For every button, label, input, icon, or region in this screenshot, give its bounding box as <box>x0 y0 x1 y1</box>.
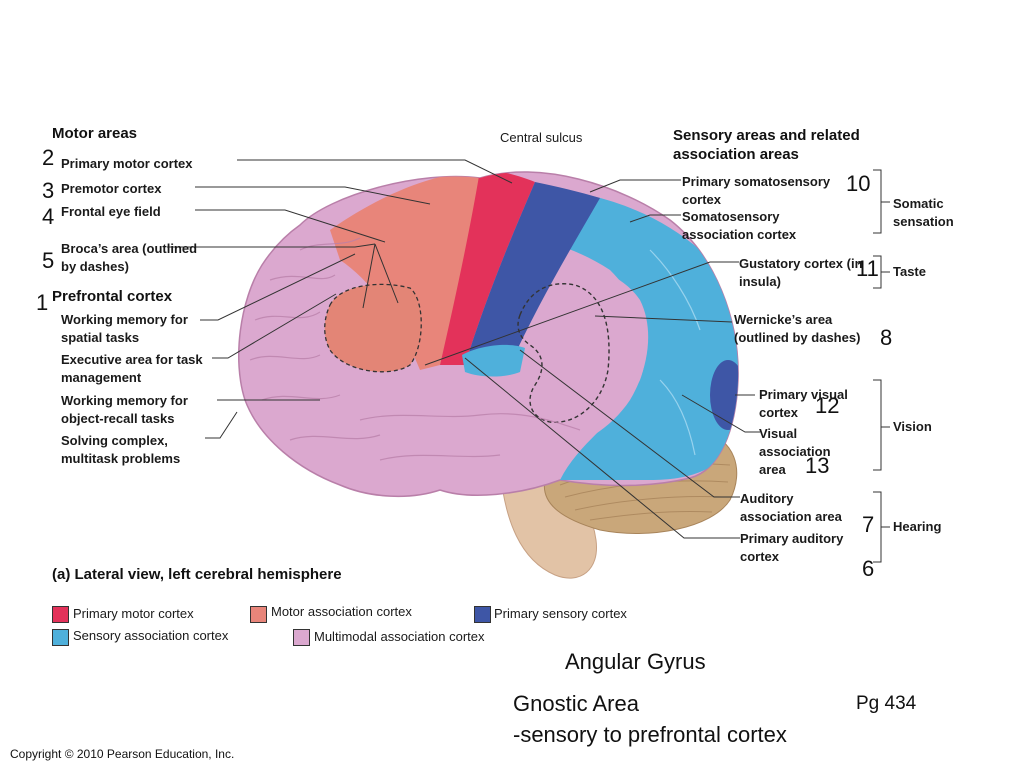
legend-label-primary-motor: Primary motor cortex <box>73 606 194 621</box>
label-visual-assoc: Visual association area <box>759 426 831 477</box>
number-4: 4 <box>42 204 55 229</box>
primary-motor-region <box>440 172 535 365</box>
legend-swatch-sensory-assoc <box>52 629 69 646</box>
leader-broca <box>167 243 399 309</box>
number-5: 5 <box>42 248 55 273</box>
number-6: 6 <box>862 556 875 581</box>
legend-swatch-primary-motor <box>52 606 69 623</box>
number-1: 1 <box>36 290 49 315</box>
number-12: 12 <box>815 393 840 418</box>
group-hearing: Hearing <box>893 519 942 534</box>
multimodal-parietal <box>520 259 649 450</box>
wernicke-outline <box>517 283 610 423</box>
label-somatosensory-assoc: Somatosensory association cortex <box>682 209 797 242</box>
broca-outline <box>324 283 422 373</box>
legend-label-primary-sensory: Primary sensory cortex <box>494 606 627 621</box>
leader-primary-motor <box>237 159 513 184</box>
legend-swatch-primary-sensory <box>474 606 491 623</box>
bracket-somatic <box>873 169 890 234</box>
label-auditory-assoc: Auditory association area <box>740 491 842 524</box>
bracket-hearing <box>873 491 890 563</box>
motor-association-region <box>330 172 500 370</box>
leader-visual-assoc <box>681 394 760 433</box>
group-vision: Vision <box>893 419 932 434</box>
sensory-association-region <box>520 190 739 480</box>
legend-swatch-multimodal <box>293 629 310 646</box>
leader-premotor <box>195 186 431 205</box>
number-8: 8 <box>880 325 893 350</box>
number-11: 11 <box>856 256 879 281</box>
leader-executive <box>212 293 337 359</box>
number-2: 2 <box>42 145 55 170</box>
leader-solving <box>205 411 238 439</box>
label-frontal-eye: Frontal eye field <box>61 204 161 219</box>
leader-working-spatial <box>200 253 356 321</box>
label-working-memory-object: Working memory for object-recall tasks <box>61 393 188 426</box>
primary-somatosensory-region <box>465 182 600 365</box>
page-reference: Pg 434 <box>856 693 917 714</box>
label-gustatory: Gustatory cortex (in insula) <box>739 256 863 289</box>
angular-gyrus-note: Angular Gyrus <box>565 649 706 674</box>
bracket-vision <box>873 379 890 471</box>
number-10: 10 <box>846 171 871 196</box>
group-taste: Taste <box>893 264 926 279</box>
label-executive: Executive area for task management <box>61 352 203 385</box>
label-premotor: Premotor cortex <box>61 181 162 196</box>
label-solving: Solving complex, multitask problems <box>61 433 181 466</box>
prefrontal-heading: Prefrontal cortex <box>52 288 173 305</box>
sensory-areas-heading: Sensory areas and related association ar… <box>673 127 860 163</box>
leader-frontal-eye <box>195 209 386 243</box>
label-primary-somatosensory: Primary somatosensory cortex <box>682 174 831 207</box>
bracket-taste <box>873 255 890 289</box>
leader-wernicke <box>594 315 733 323</box>
number-13: 13 <box>805 453 830 478</box>
label-broca: Broca’s area (outlined by dashes) <box>61 241 198 274</box>
gnostic-description: -sensory to prefrontal cortex <box>513 722 787 747</box>
leader-auditory-assoc <box>519 349 740 498</box>
legend-swatch-motor-assoc <box>250 606 267 623</box>
central-sulcus-label: Central sulcus <box>500 130 583 145</box>
leader-somatosensory-assoc <box>629 214 681 223</box>
figure-caption: (a) Lateral view, left cerebral hemisphe… <box>52 566 342 583</box>
label-wernicke: Wernicke’s area (outlined by dashes) <box>734 312 861 345</box>
number-7: 7 <box>862 512 875 537</box>
legend-label-motor-assoc: Motor association cortex <box>271 604 412 619</box>
group-somatic: Somatic sensation <box>893 196 954 229</box>
gnostic-area-note: Gnostic Area <box>513 691 639 716</box>
label-primary-auditory: Primary auditory cortex <box>740 531 844 564</box>
label-working-memory-spatial: Working memory for spatial tasks <box>61 312 188 345</box>
leader-primary-auditory <box>464 357 740 539</box>
legend-label-sensory-assoc: Sensory association cortex <box>73 628 229 643</box>
number-3: 3 <box>42 178 55 203</box>
label-primary-visual: Primary visual cortex <box>759 387 848 420</box>
motor-areas-heading: Motor areas <box>52 125 138 142</box>
label-primary-motor: Primary motor cortex <box>61 156 193 171</box>
legend-label-multimodal: Multimodal association cortex <box>314 629 485 644</box>
leader-gustatory <box>424 261 739 366</box>
copyright-text: Copyright © 2010 Pearson Education, Inc. <box>10 747 235 761</box>
leader-primary-somatosensory <box>589 179 681 193</box>
